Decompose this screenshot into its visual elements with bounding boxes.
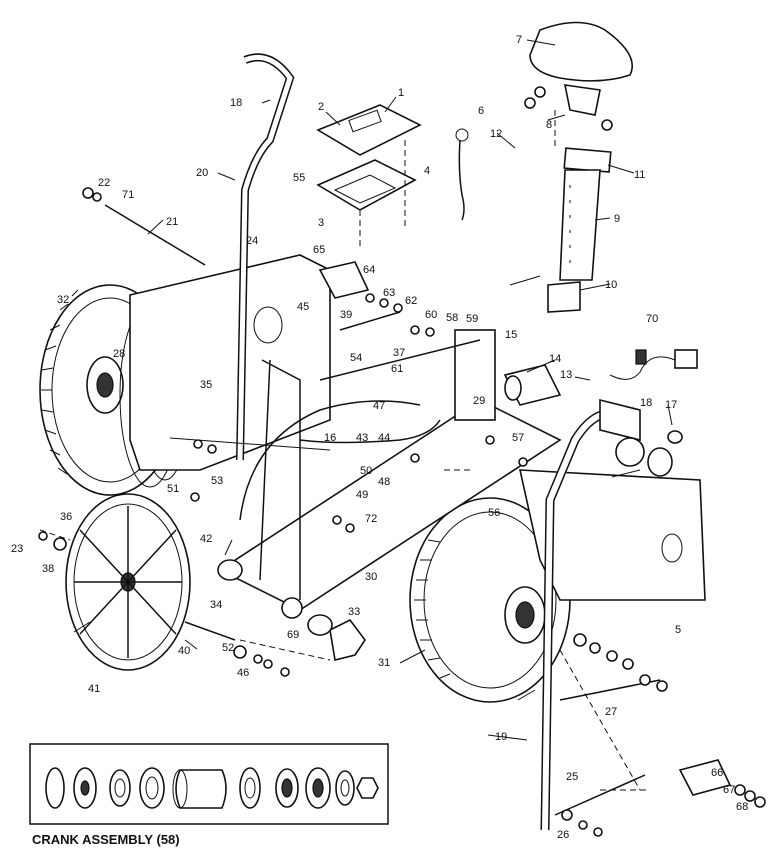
- callout-54: 54: [350, 352, 362, 364]
- front-handlebar: [236, 53, 295, 461]
- callout-42: 42: [200, 533, 212, 545]
- callout-60: 60: [425, 309, 437, 321]
- callout-28: 28: [113, 348, 125, 360]
- callout-24: 24: [246, 235, 258, 247]
- callout-17: 17: [665, 399, 677, 411]
- callout-37: 37: [393, 347, 405, 359]
- seat-assembly: [529, 21, 633, 313]
- callout-71: 71: [122, 189, 134, 201]
- callout-66: 66: [711, 767, 723, 779]
- callout-53: 53: [211, 475, 223, 487]
- callout-30: 30: [365, 571, 377, 583]
- callout-62: 62: [405, 295, 417, 307]
- callout-2: 2: [318, 101, 324, 113]
- callout-27: 27: [605, 706, 617, 718]
- callout-35: 35: [200, 379, 212, 391]
- crank-parts: [45, 767, 379, 809]
- callout-55: 55: [293, 172, 305, 184]
- callout-20: 20: [196, 167, 208, 179]
- console: [316, 104, 422, 211]
- callout-16: 16: [324, 432, 336, 444]
- callout-12: 12: [490, 128, 502, 140]
- rear-fan-wheel: [409, 497, 571, 703]
- callout-39: 39: [340, 309, 352, 321]
- callout-56: 56: [488, 507, 500, 519]
- callout-36: 36: [60, 511, 72, 523]
- callout-5: 5: [675, 624, 681, 636]
- callout-72: 72: [365, 513, 377, 525]
- callout-31: 31: [378, 657, 390, 669]
- callout-58: 58: [446, 312, 458, 324]
- callout-33: 33: [348, 606, 360, 618]
- crank-assembly-inset: CRANK ASSEMBLY (58): [29, 743, 389, 847]
- callout-11: 11: [634, 169, 645, 181]
- callout-40: 40: [178, 645, 190, 657]
- tube-parts: [307, 364, 683, 661]
- callout-1: 1: [398, 87, 404, 99]
- callout-23: 23: [11, 543, 23, 555]
- callout-6: 6: [478, 105, 484, 117]
- callout-14: 14: [549, 353, 561, 365]
- callout-65: 65: [313, 244, 325, 256]
- axles: [104, 204, 661, 816]
- callout-43: 43: [356, 432, 368, 444]
- pulse-sensor: [455, 128, 469, 221]
- callout-10: 10: [605, 279, 617, 291]
- callout-15: 15: [505, 329, 517, 341]
- callout-49: 49: [356, 489, 368, 501]
- callout-44: 44: [378, 432, 390, 444]
- callout-26: 26: [557, 829, 569, 841]
- callout-41: 41: [88, 683, 100, 695]
- callout-46: 46: [237, 667, 249, 679]
- callout-52: 52: [222, 642, 234, 654]
- callout-63: 63: [383, 287, 395, 299]
- callout-64: 64: [363, 264, 375, 276]
- callout-9: 9: [614, 213, 620, 225]
- callout-32: 32: [57, 294, 69, 306]
- callout-45: 45: [297, 301, 309, 313]
- callout-4: 4: [424, 165, 430, 177]
- sprocket-wheel: [65, 493, 191, 671]
- power-adapter: [609, 349, 698, 380]
- callout-34: 34: [210, 599, 222, 611]
- callout-29: 29: [473, 395, 485, 407]
- leader-lines: [73, 39, 673, 741]
- callout-69: 69: [287, 629, 299, 641]
- pedals: [318, 261, 732, 796]
- callout-67: 67: [723, 784, 735, 796]
- callout-25: 25: [566, 771, 578, 783]
- callout-8: 8: [546, 119, 552, 131]
- callout-70: 70: [646, 313, 658, 325]
- callout-57: 57: [512, 432, 524, 444]
- callout-68: 68: [736, 801, 748, 813]
- callout-3: 3: [318, 217, 324, 229]
- rear-housing: [518, 469, 706, 601]
- callout-18b: 18: [640, 397, 652, 409]
- callout-38: 38: [42, 563, 54, 575]
- callout-22: 22: [98, 177, 110, 189]
- main-frame: [217, 329, 562, 619]
- callout-19: 19: [495, 731, 507, 743]
- callout-59: 59: [466, 313, 478, 325]
- callout-48: 48: [378, 476, 390, 488]
- callout-13: 13: [560, 369, 572, 381]
- callout-61: 61: [391, 363, 403, 375]
- callout-51: 51: [167, 483, 179, 495]
- callout-7: 7: [516, 34, 522, 46]
- inset-caption: CRANK ASSEMBLY (58): [32, 832, 180, 847]
- hardware: [38, 86, 766, 837]
- callout-18: 18: [230, 97, 242, 109]
- callout-21: 21: [166, 216, 178, 228]
- callout-50: 50: [360, 465, 372, 477]
- callout-47: 47: [373, 400, 385, 412]
- callout-labels: 1 2 3 4 5 6 7 8 9 10 11 12 13 14 15 16 1…: [11, 34, 748, 841]
